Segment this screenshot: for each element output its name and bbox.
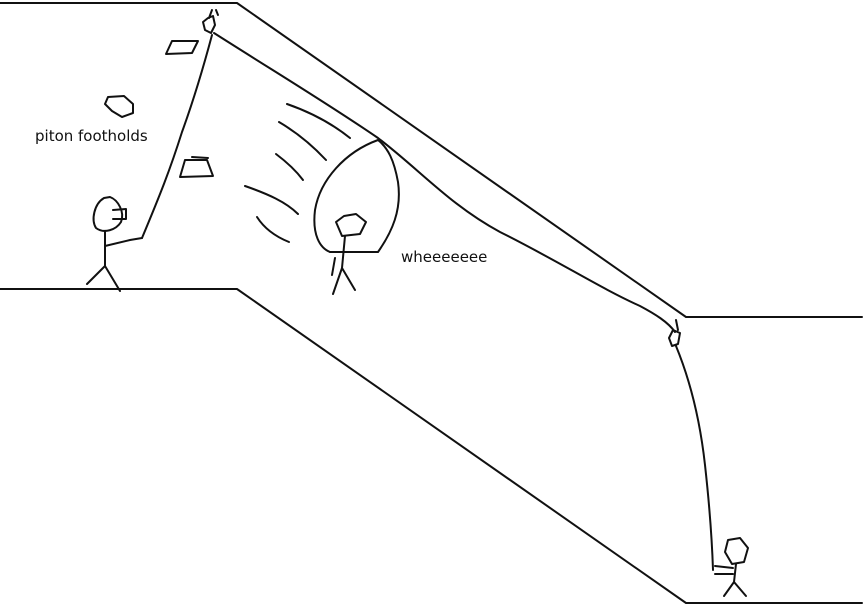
slope-bottom-edge [0,288,863,604]
speed-lines [244,103,351,243]
footholds-caption: piton footholds [35,127,148,145]
right-climber [714,537,749,597]
left-rope [141,34,213,239]
left-climber [86,196,143,292]
foothold-rock-2 [104,95,134,118]
bottom-anchor-piton [668,319,681,347]
left-climber-head [92,196,124,232]
left-climber-body [86,230,143,292]
right-rope [675,345,714,571]
left-climber-visor [112,208,127,220]
main-rope [213,32,676,333]
falling-climber-body [329,235,356,295]
right-climber-body [714,563,747,597]
slope-top-edge [0,2,863,318]
exclamation-caption: wheeeeeee [401,248,488,266]
falling-climber-head [335,213,367,237]
foothold-rock-3 [179,156,214,178]
top-anchor-piton [202,9,219,34]
foothold-rock-1 [165,40,199,55]
falling-climber [329,213,367,295]
right-climber-head [724,537,749,565]
